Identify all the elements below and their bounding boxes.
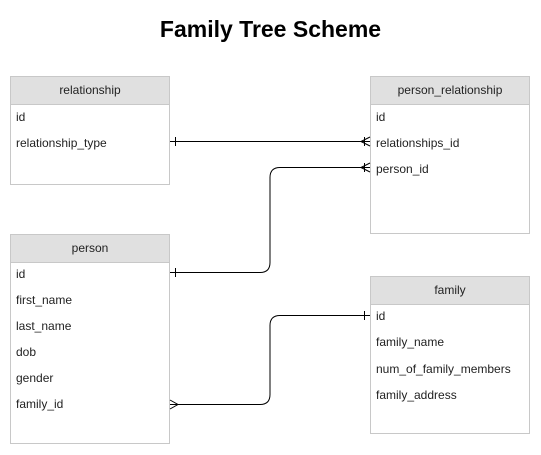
field-person-relationship-id: id [376, 110, 386, 124]
crow-foot-marker [169, 399, 180, 410]
field-family-pk-id: id [376, 309, 386, 323]
table-person[interactable]: person id first_name last_name dob gende… [10, 234, 170, 444]
crow-foot-marker [360, 136, 371, 147]
table-person-relationship-header: person_relationship [371, 77, 529, 105]
field-family-address: family_address [376, 388, 457, 402]
field-family-id: family_id [16, 397, 64, 411]
table-family-header: family [371, 277, 529, 305]
connector-person-to-family [170, 315, 370, 405]
field-person-id: person_id [376, 162, 429, 176]
diagram-title: Family Tree Scheme [159, 16, 382, 42]
table-person-header: person [11, 235, 169, 263]
field-family-name: family_name [376, 335, 445, 349]
field-person-pk-id: id [16, 267, 26, 281]
crow-foot-marker [360, 162, 371, 173]
table-family[interactable]: family id family_name num_of_family_memb… [370, 276, 530, 434]
field-relationships-id: relationships_id [376, 136, 460, 150]
field-gender: gender [16, 371, 54, 385]
table-relationship[interactable]: relationship id relationship_type [10, 76, 170, 185]
field-dob: dob [16, 345, 37, 359]
table-person-relationship[interactable]: person_relationship id relationships_id … [370, 76, 530, 234]
field-relationship-type: relationship_type [16, 136, 107, 150]
field-num-of-family-members: num_of_family_members [376, 362, 511, 376]
field-last-name: last_name [16, 319, 72, 333]
connector-person-to-person-relationship [170, 167, 370, 273]
field-first-name: first_name [16, 293, 73, 307]
table-relationship-header: relationship [11, 77, 169, 105]
field-relationship-id: id [16, 110, 26, 124]
